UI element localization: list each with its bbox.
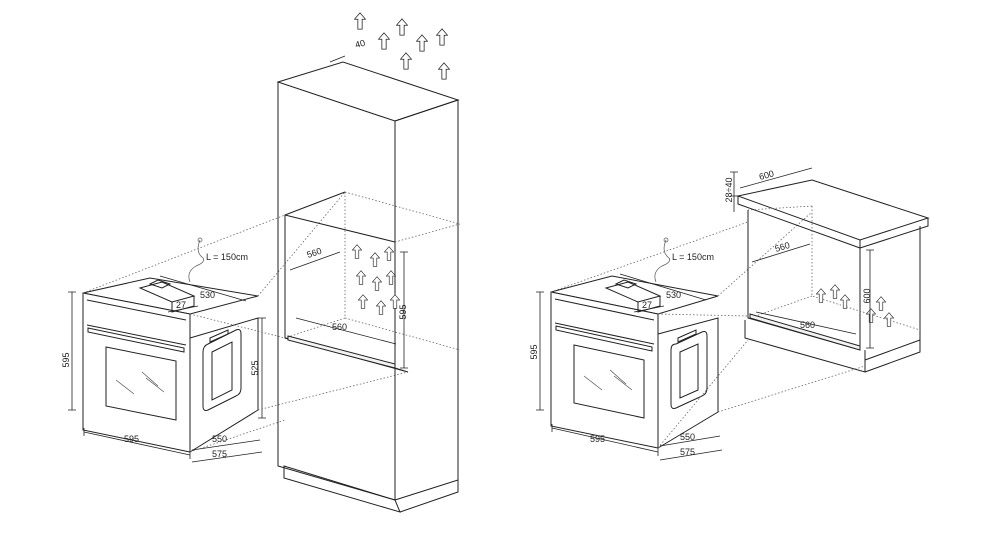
oven-height-label-right: 595 xyxy=(529,344,539,359)
right-oven: L = 150cm 595 595 530 27 550 575 xyxy=(529,211,866,461)
counter-top-gap-label: 28÷40 xyxy=(724,178,734,203)
oven-width-label-left: 595 xyxy=(124,434,139,444)
oven-side-depth-label-left: 525 xyxy=(250,360,260,375)
oven-top-depth-label-right: 530 xyxy=(666,290,681,300)
oven-bottom-depth-1-left: 550 xyxy=(212,434,227,444)
column-niche-width-bottom-label: 560 xyxy=(332,322,347,332)
oven-bottom-depth-2-left: 575 xyxy=(212,449,227,459)
oven-offset-label-left: 27 xyxy=(176,300,186,310)
oven-bottom-depth-1-right: 550 xyxy=(680,432,695,442)
cable-length-label-right: L = 150cm xyxy=(672,252,714,262)
counter-depth-label: 600 xyxy=(758,168,775,182)
column-top-gap-label: 40 xyxy=(354,38,366,50)
column-niche-height-label: 595 xyxy=(398,304,408,319)
cable-length-label-left: L = 150cm xyxy=(206,252,248,262)
counter-niche-width-bottom-label: 560 xyxy=(800,320,815,330)
counter-niche-height-label: 600 xyxy=(862,288,872,303)
counter-niche-width-top-label: 560 xyxy=(774,240,791,254)
oven-offset-label-right: 27 xyxy=(642,300,652,310)
oven-width-label-right: 595 xyxy=(590,434,605,444)
left-column-cabinet: 40 560 595 560 xyxy=(276,12,461,513)
right-counter-cabinet: 28÷40 600 560 600 560 xyxy=(724,167,930,373)
column-niche-width-top-label: 560 xyxy=(306,246,323,260)
left-oven: L = 150cm 595 595 530 27 525 550 575 xyxy=(61,191,409,463)
oven-top-depth-label-left: 530 xyxy=(200,290,215,300)
oven-height-label-left: 595 xyxy=(61,352,71,367)
oven-bottom-depth-2-right: 575 xyxy=(680,447,695,457)
